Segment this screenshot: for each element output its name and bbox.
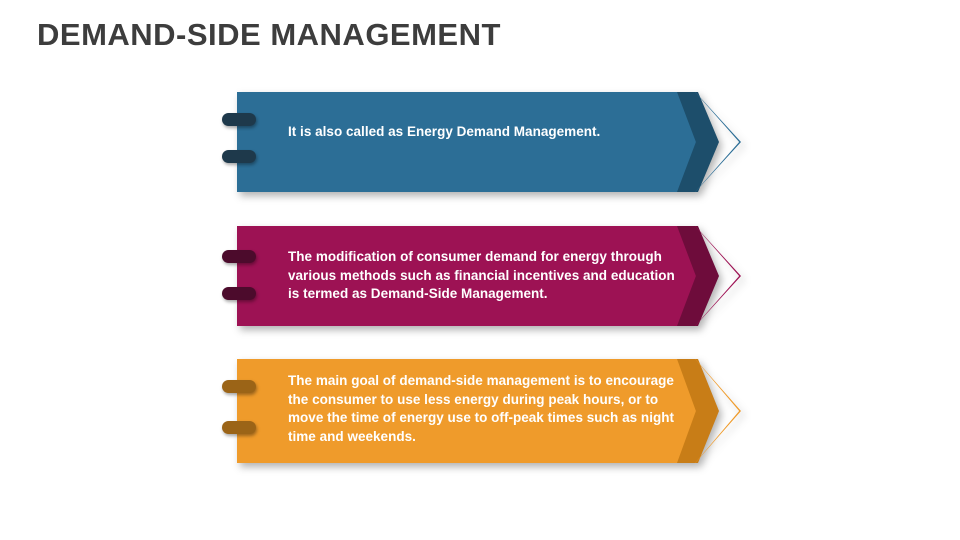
connector-pill-bottom (222, 421, 256, 434)
arrow-shape (237, 359, 755, 463)
arrow-shape (237, 226, 755, 326)
banner-text: The main goal of demand-side management … (288, 373, 675, 444)
connector-pill-top (222, 250, 256, 263)
page-title: DEMAND-SIDE MANAGEMENT (37, 17, 501, 52)
banner-text: It is also called as Energy Demand Manag… (288, 124, 601, 139)
connector-pill-bottom (222, 287, 256, 300)
arrow-body (237, 359, 697, 463)
arrow-body (237, 226, 697, 326)
connector-pill-bottom (222, 150, 256, 163)
arrow-body (237, 92, 697, 192)
banner-text: The modification of consumer demand for … (288, 249, 675, 301)
connector-pill-top (222, 380, 256, 393)
connector-pill-top (222, 113, 256, 126)
arrow-shape (237, 92, 755, 192)
